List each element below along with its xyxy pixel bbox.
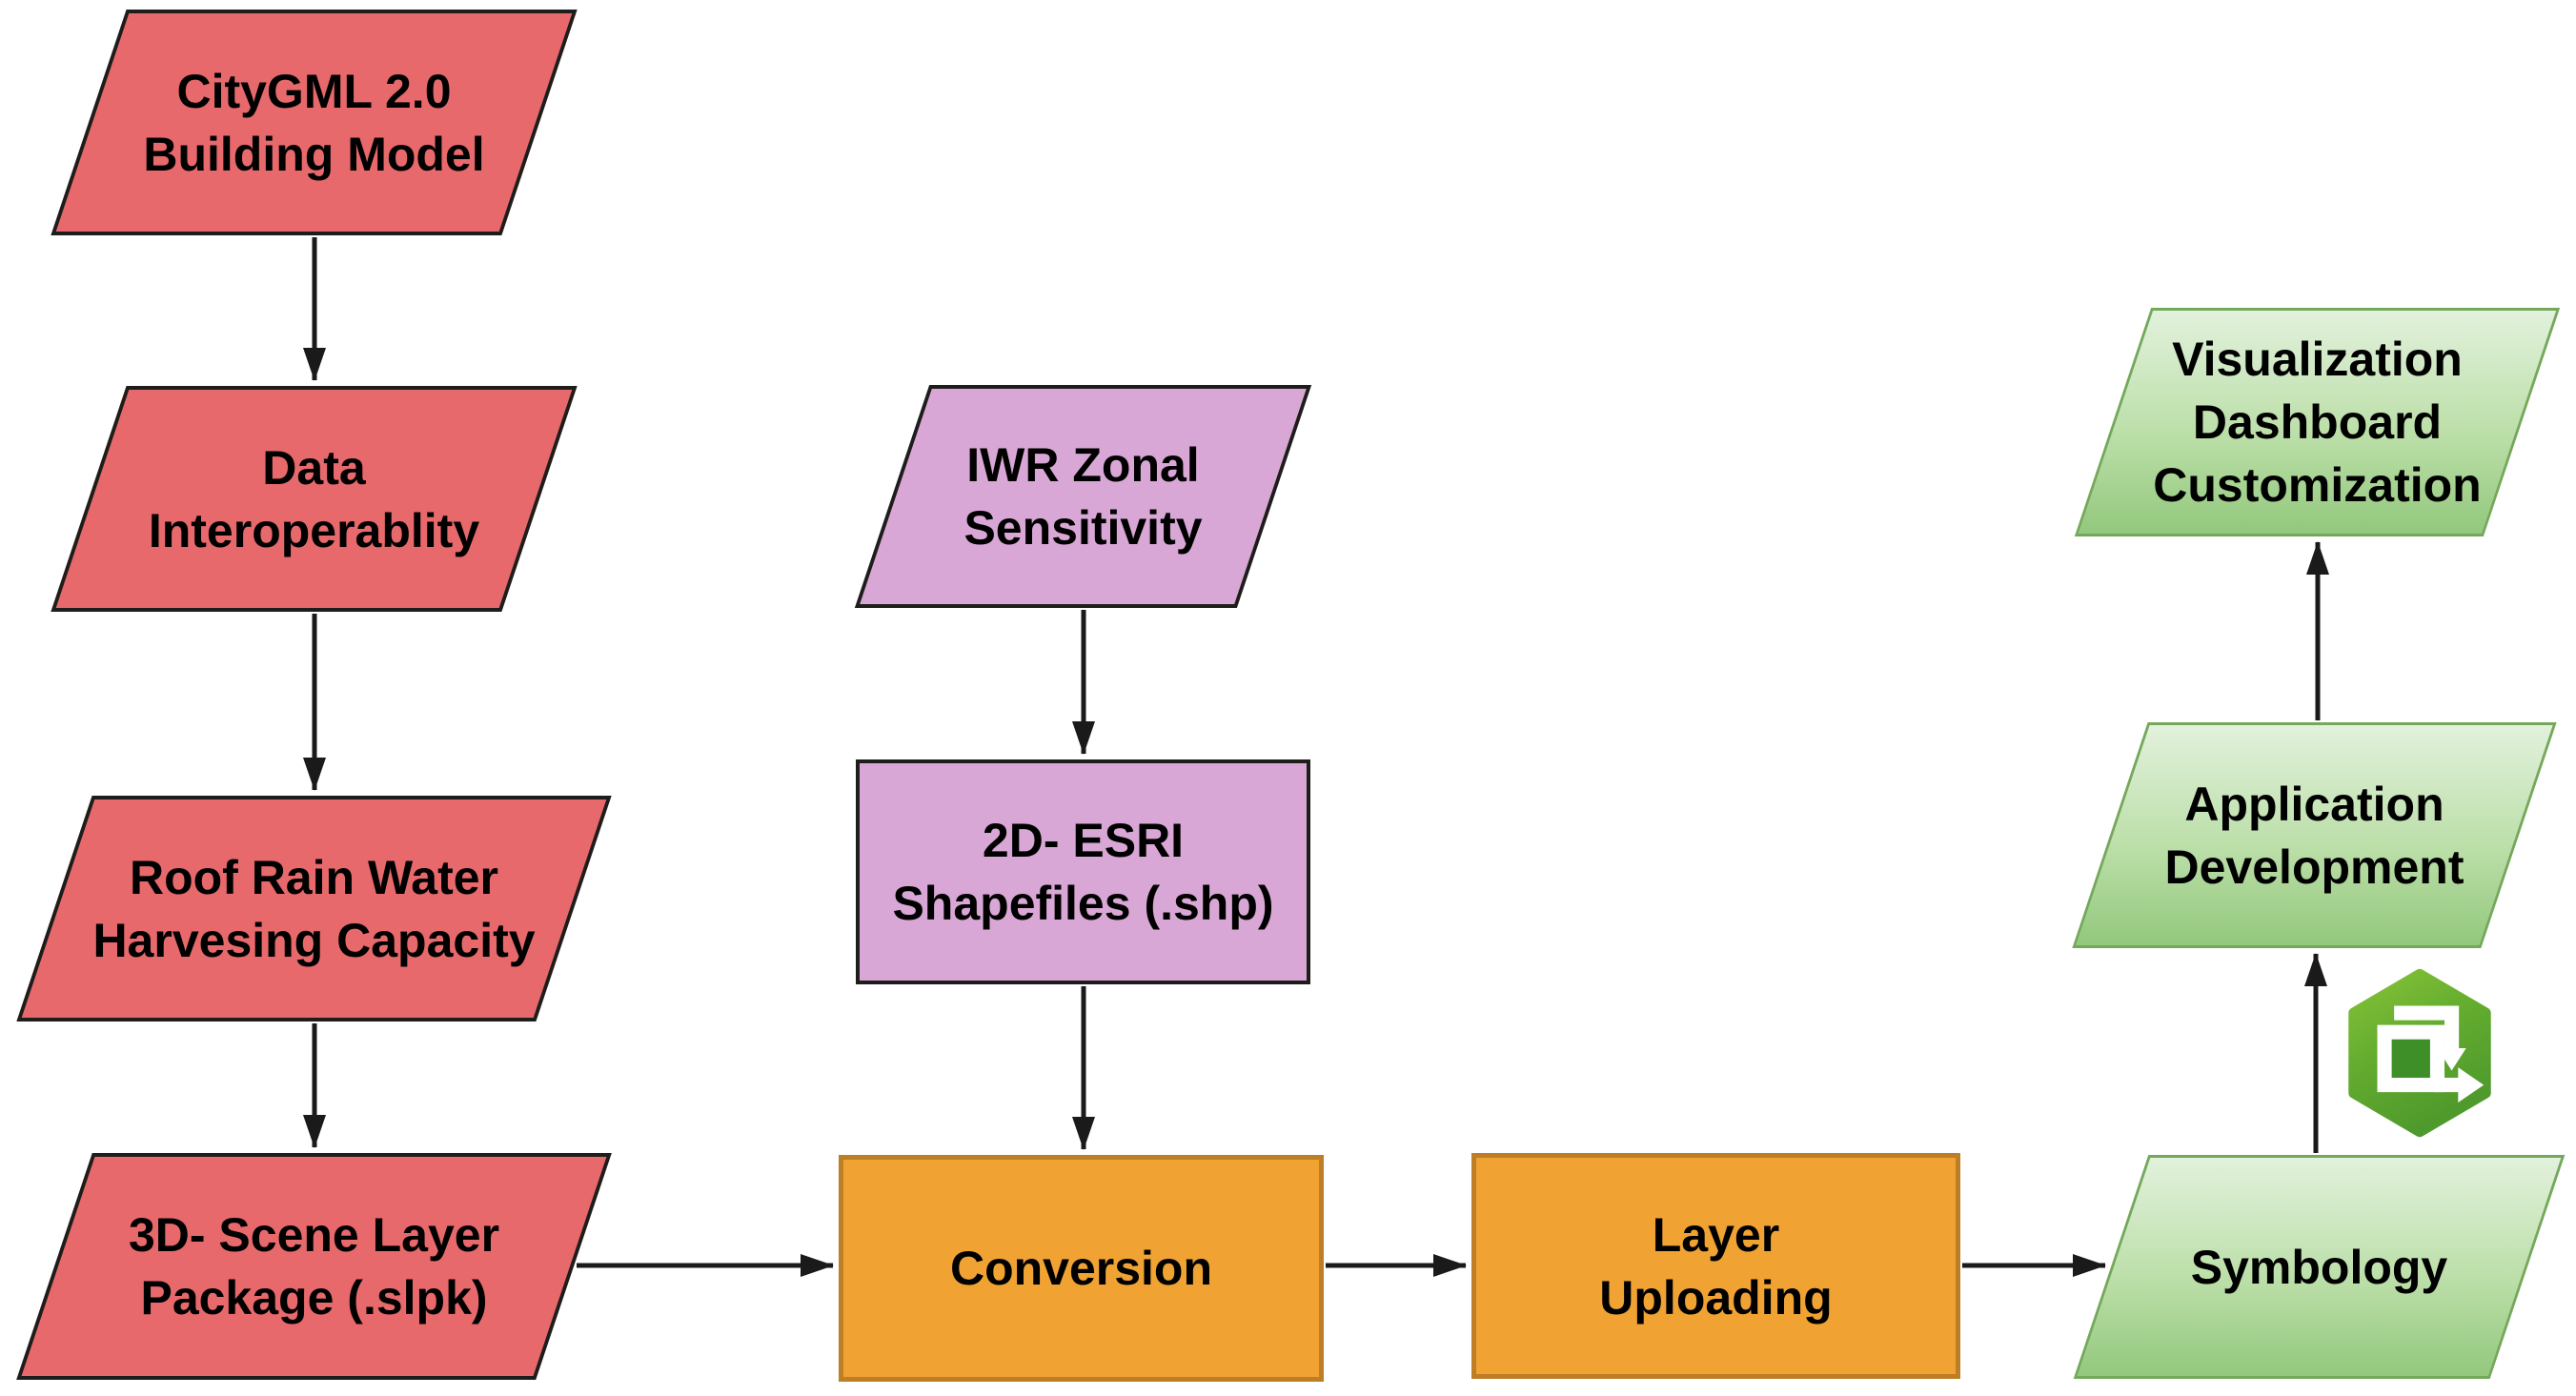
node-shapefiles-label: 2D- ESRI Shapefiles (.shp) [892,814,1274,930]
node-conversion: Conversion [839,1155,1324,1382]
node-layer-uploading: Layer Uploading [1471,1153,1960,1379]
node-conversion-label: Conversion [949,1242,1213,1295]
node-visualization-dashboard: Visualization Dashboard Customization [2074,308,2561,536]
conversion-rectangle-shape [839,1155,1324,1382]
node-roof-rain-water-label: Roof Rain Water Harvesing Capacity [92,850,536,967]
layer-uploading-rectangle-shape [1471,1153,1960,1379]
node-2d-esri-shapefiles: 2D- ESRI Shapefiles (.shp) [856,759,1310,984]
arcgis-pro-icon [2348,968,2491,1138]
node-citygml-building-model: CityGML 2.0 Building Model [51,10,578,235]
node-data-interoperablity-label: Data Interoperablity [148,440,480,557]
node-3d-scene-layer-package: 3D- Scene Layer Package (.slpk) [16,1153,612,1380]
node-application-development-label: Application Development [2164,777,2464,894]
node-data-interoperablity: Data Interoperablity [51,386,578,612]
node-slpk-label: 3D- Scene Layer Package (.slpk) [128,1208,500,1325]
node-roof-rain-water: Roof Rain Water Harvesing Capacity [16,796,612,1022]
node-citygml-label: CityGML 2.0 Building Model [143,64,485,181]
node-iwr-zonal-sensitivity: IWR Zonal Sensitivity [854,385,1312,608]
node-application-development: Application Development [2072,722,2557,948]
node-symbology-label: Symbology [2190,1240,2448,1294]
arcgis-loop-arrow-glyph [2377,1005,2485,1103]
node-iwr-label: IWR Zonal Sensitivity [963,438,1203,555]
node-visualization-dashboard-label: Visualization Dashboard Customization [2153,333,2482,512]
node-layer-uploading-label: Layer Uploading [1599,1207,1833,1325]
shapefiles-rectangle-shape [856,759,1310,984]
node-symbology: Symbology [2073,1155,2566,1379]
